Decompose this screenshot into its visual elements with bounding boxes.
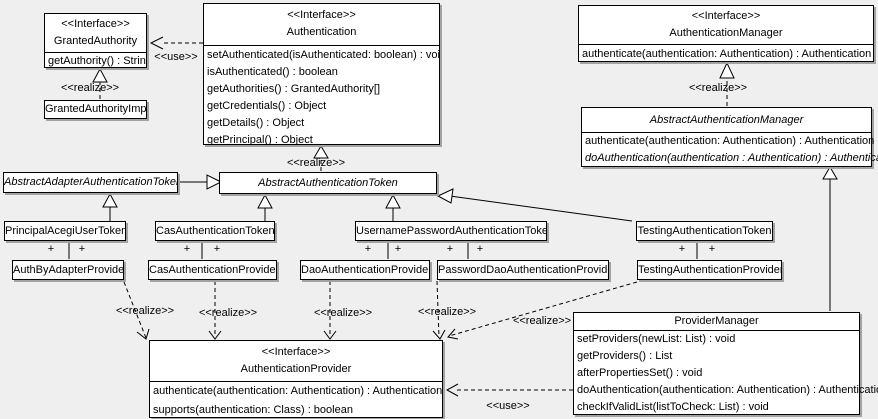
method-label: getCredentials() : Object	[207, 100, 327, 112]
class-username-password-authentication-token: UsernamePasswordAuthenticationToken	[355, 221, 547, 241]
realize-label: <<realize>>	[688, 82, 748, 94]
method-label: supports(authentication: Class) : boolea…	[153, 404, 353, 416]
method-label: isAuthenticated() : boolean	[207, 66, 338, 78]
plus-sign: +	[183, 243, 191, 255]
class-authentication-provider: <<Interface>> AuthenticationProvider aut…	[149, 340, 443, 418]
class-title: DaoAuthenticationProvider	[301, 264, 430, 276]
stereotype-label: <<Interface>>	[261, 346, 331, 358]
class-testing-authentication-token: TestingAuthenticationToken	[636, 221, 773, 241]
class-title: CasAuthenticationProvider	[149, 264, 277, 276]
class-authentication: <<Interface>> Authentication setAuthenti…	[203, 3, 440, 145]
realize-label: <<realize>>	[286, 157, 346, 169]
use-arrow-authentication-to-grantedauthority	[149, 36, 203, 50]
stereotype-label: <<Interface>>	[61, 18, 130, 30]
method-label: authenticate(authentication: Authenticat…	[153, 385, 443, 397]
plus-sign: +	[47, 243, 55, 255]
method-label: getPrincipal() : Object	[207, 134, 313, 145]
generalization-principaltoken	[102, 192, 118, 221]
method-label: getAuthorities() : GrantedAuthority[]	[207, 83, 381, 95]
method-label: authenticate(authentication: Authenticat…	[585, 135, 875, 147]
class-principal-acegi-user-token: PrincipalAcegiUserToken	[4, 221, 126, 241]
class-title: AuthenticationManager	[669, 27, 783, 39]
method-label: doAuthentication(authentication : Authen…	[585, 152, 878, 164]
method-label: setProviders(newList: List) : void	[577, 333, 736, 345]
plus-sign: +	[446, 243, 454, 255]
generalization-castoken	[257, 193, 273, 221]
method-label: getDetails() : Object	[207, 117, 305, 129]
realize-label: <<realize>>	[417, 306, 477, 318]
class-authentication-manager: <<Interface>> AuthenticationManager auth…	[578, 5, 874, 62]
class-title: AbstractAdapterAuthenticationToken	[4, 176, 178, 188]
class-title: AuthenticationProvider	[240, 363, 352, 375]
plus-sign: +	[364, 243, 372, 255]
class-title: ProviderManager	[674, 315, 759, 327]
use-arrow-providermanager	[445, 383, 573, 397]
use-label: <<use>>	[486, 400, 530, 412]
method-label: authenticate(authentication: Authenticat…	[582, 48, 872, 60]
class-abstract-authentication-token: AbstractAuthenticationToken	[219, 172, 437, 194]
class-password-dao-authentication-provider: PasswordDaoAuthenticationProvider	[437, 260, 609, 280]
class-cas-authentication-provider: CasAuthenticationProvider	[148, 260, 277, 280]
class-title: PrincipalAcegiUserToken	[5, 225, 126, 237]
method-label: setAuthenticated(isAuthenticated: boolea…	[207, 49, 440, 61]
class-title: TestingAuthenticationProvider	[638, 264, 782, 276]
method-label: getProviders() : List	[577, 350, 673, 362]
method-label: checkIfValidList(listToCheck: List) : vo…	[577, 401, 769, 413]
class-testing-authentication-provider: TestingAuthenticationProvider	[637, 260, 782, 280]
class-title: AbstractAuthenticationToken	[258, 177, 398, 189]
class-title: AuthByAdapterProvider	[13, 264, 124, 276]
method-label: getAuthority() : String	[48, 55, 147, 67]
realize-label: <<realize>>	[60, 82, 120, 94]
stereotype-label: <<Interface>>	[691, 10, 761, 22]
class-abstract-adapter-authentication-token: AbstractAdapterAuthenticationToken	[3, 172, 178, 193]
plus-sign: +	[476, 243, 484, 255]
generalization-testingtoken	[436, 188, 633, 222]
plus-sign: +	[213, 243, 221, 255]
class-auth-by-adapter-provider: AuthByAdapterProvider	[12, 260, 124, 280]
realize-label: <<realize>>	[313, 307, 373, 319]
class-dao-authentication-provider: DaoAuthenticationProvider	[300, 260, 430, 280]
class-title: PasswordDaoAuthenticationProvider	[438, 264, 609, 276]
class-provider-manager: ProviderManager setProviders(newList: Li…	[573, 312, 878, 415]
realize-label: <<realize>>	[115, 305, 175, 317]
generalization-providermanager	[822, 166, 838, 311]
plus-sign: +	[708, 243, 716, 255]
plus-sign: +	[678, 243, 686, 255]
class-title: AbstractAuthenticationManager	[649, 114, 804, 126]
class-title: TestingAuthenticationToken	[637, 225, 772, 237]
class-granted-authority: <<Interface>> GrantedAuthority getAuthor…	[44, 13, 147, 68]
plus-sign: +	[394, 243, 402, 255]
stereotype-label: <<Interface>>	[287, 9, 356, 21]
realize-label: <<realize>>	[512, 315, 572, 327]
generalization-adapter-to-abstracttoken	[180, 174, 223, 190]
class-title: UsernamePasswordAuthenticationToken	[356, 225, 547, 237]
class-title: GrantedAuthority	[53, 35, 138, 47]
association-lines	[68, 241, 698, 259]
class-granted-authority-impl: GrantedAuthorityImpl	[44, 100, 147, 119]
method-label: doAuthentication(authentication: Authent…	[577, 384, 878, 396]
class-title: Authentication	[286, 26, 357, 38]
generalization-usernamepasswordtoken	[385, 193, 401, 221]
plus-sign: +	[78, 243, 86, 255]
class-title: GrantedAuthorityImpl	[45, 103, 147, 115]
use-label: <<use>>	[154, 51, 198, 63]
method-label: afterPropertiesSet() : void	[577, 367, 703, 379]
class-abstract-authentication-manager: AbstractAuthenticationManager authentica…	[581, 107, 878, 167]
realize-label: <<realize>>	[198, 307, 258, 319]
class-title: CasAuthenticationToken	[156, 225, 275, 237]
class-cas-authentication-token: CasAuthenticationToken	[155, 221, 275, 241]
